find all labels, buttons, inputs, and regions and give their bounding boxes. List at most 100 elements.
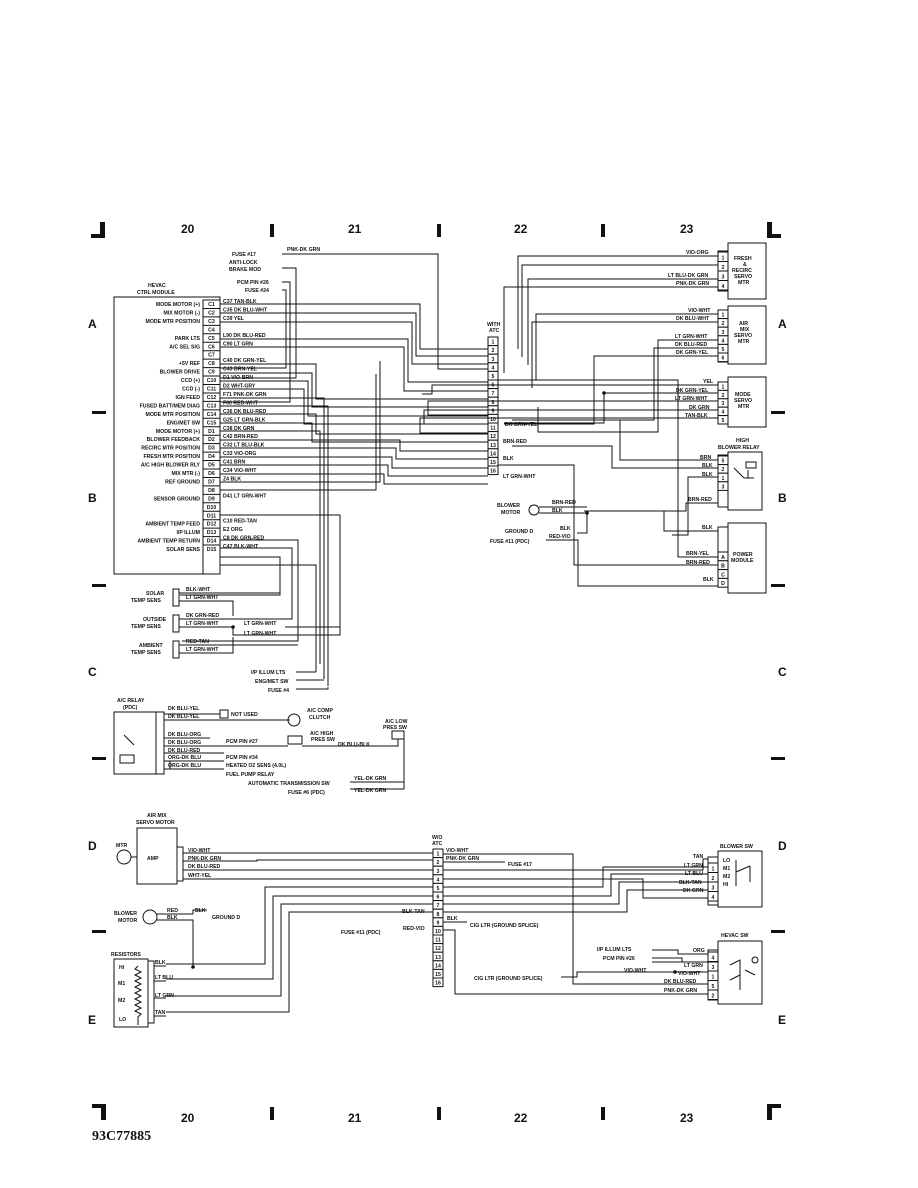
row-tick (92, 930, 106, 933)
wire-label: RED-VIO (549, 534, 571, 540)
wire (220, 289, 287, 369)
sensor-title: AMBIENT (139, 643, 163, 649)
wire-label: WHT-YEL (188, 873, 212, 879)
wire-label: LT GRN-WHT (675, 396, 708, 402)
resistor-tap: M1 (118, 981, 125, 987)
wire (220, 439, 488, 452)
temp-sensors: SOLAR TEMP SENS BLK-WHT LT GRN-WHT OUTSI… (131, 587, 340, 694)
wo-atc-pin-number: 5 (437, 886, 440, 892)
wire-label: LT GRN (155, 993, 174, 999)
hevac-wire-label: G25 LT GRN-BLK (223, 417, 266, 423)
wire-label: BLK (703, 577, 714, 583)
wire (220, 303, 488, 350)
motor-title: SERVO MOTOR (136, 820, 175, 826)
wire (220, 361, 381, 483)
wire (546, 539, 718, 587)
mode-pin-number: 4 (722, 410, 725, 416)
wire (220, 464, 488, 477)
corner-mark-top-right (767, 222, 781, 238)
wire-label: BLK (447, 916, 458, 922)
blower-motor-symbol (528, 504, 540, 516)
wire-label: DK BLU-BLK (338, 742, 370, 748)
relay-title: A/C RELAY (117, 698, 145, 704)
hevac-pin-number: C5 (208, 336, 215, 342)
switch-title: BLOWER SW (720, 844, 753, 850)
airmix-pin-number: 1 (722, 313, 725, 319)
wo-atc-pin (432, 977, 444, 988)
blower-motor-symbol (142, 909, 158, 925)
wo-atc-pin-number: 11 (435, 938, 441, 944)
hevac-title: CTRL MODULE (137, 290, 175, 296)
device-title: PRES SW (311, 737, 335, 743)
ac-clutch-symbol (287, 713, 301, 727)
wire-label: BLK (155, 960, 166, 966)
wire (182, 539, 299, 642)
atc-pin-number: 10 (490, 417, 496, 423)
motor-title: MTR (738, 404, 749, 410)
hevac-pin-number: D1 (208, 429, 215, 435)
hevac-pin-label: MIX MTR (-) (171, 471, 200, 477)
hevac-wire-label: D41 LT GRN-WHT (223, 493, 267, 499)
wo-atc-pin-number: 1 (437, 852, 440, 858)
wire (531, 321, 718, 388)
wire-label: DK BLU-ORG (168, 740, 201, 746)
illumination-lamp-icon (751, 956, 759, 964)
column-tick (437, 1107, 441, 1120)
atc-pin (487, 465, 499, 476)
wire (427, 400, 718, 416)
relay-switch (733, 461, 757, 479)
wire (663, 511, 718, 532)
wire-label: DK GRN-YEL (505, 422, 538, 428)
feed-label: PCM PIN #26 (603, 956, 635, 962)
hevac-pin-number: C1 (208, 302, 215, 308)
relay-pin-number: 5 (722, 459, 725, 465)
ac-relay-pins (155, 711, 165, 775)
hevac-pin-label: MODE MTR POSITION (146, 319, 201, 325)
hevac-pin-number: C13 (207, 403, 217, 409)
wo-atc-pin-number: 9 (437, 920, 440, 926)
column-tick (601, 1107, 605, 1120)
wire (154, 965, 166, 1017)
wire (220, 374, 377, 491)
hevac-wire-label: D2 WHT-GRY (223, 384, 256, 390)
hevac-pin-label: IGN FEED (176, 395, 201, 401)
ac-relay-body (113, 711, 157, 775)
mode-pin-number: 5 (722, 418, 725, 424)
motor-title: MOTOR (118, 918, 137, 924)
atc-pin-number: 2 (492, 348, 495, 354)
wire-label: VIO-WHT (446, 848, 469, 854)
hevac-pin-number: D15 (207, 547, 217, 553)
wire (512, 445, 718, 469)
column-number: 21 (348, 222, 362, 236)
wire (183, 852, 433, 880)
wire (672, 476, 718, 536)
row-letter: D (778, 839, 787, 853)
wire (539, 506, 588, 534)
hevac-pin-number: D6 (208, 471, 215, 477)
wire-label: TAN (155, 1010, 166, 1016)
wire-label: LT BLU (155, 975, 173, 981)
wire (220, 456, 488, 469)
wire-label: BRN-YEL (686, 551, 710, 557)
power-pin-number: A (721, 555, 725, 561)
blower-sw-pin-number: 3 (712, 886, 715, 892)
row-letter: C (778, 665, 787, 679)
row-tick (92, 411, 106, 414)
resistor-tap: M2 (118, 998, 125, 1004)
hevac-pin-label: A/C SEL SIG (169, 344, 200, 350)
wire-label: RED-TAN (186, 639, 209, 645)
solar-sensor-connector (172, 588, 180, 607)
wire (220, 405, 329, 686)
wire (192, 909, 207, 914)
device-title: A/C HIGH (310, 731, 334, 737)
feed-label: FUSE #6 (PDC) (288, 790, 325, 796)
column-number: 20 (181, 1111, 195, 1125)
wire-label: LT BLU-DK GRN (668, 273, 708, 279)
hevac-pin-number: D8 (208, 488, 215, 494)
motor-title: AIR (739, 321, 748, 327)
wire-label: LT GRN-WHT (186, 621, 219, 627)
